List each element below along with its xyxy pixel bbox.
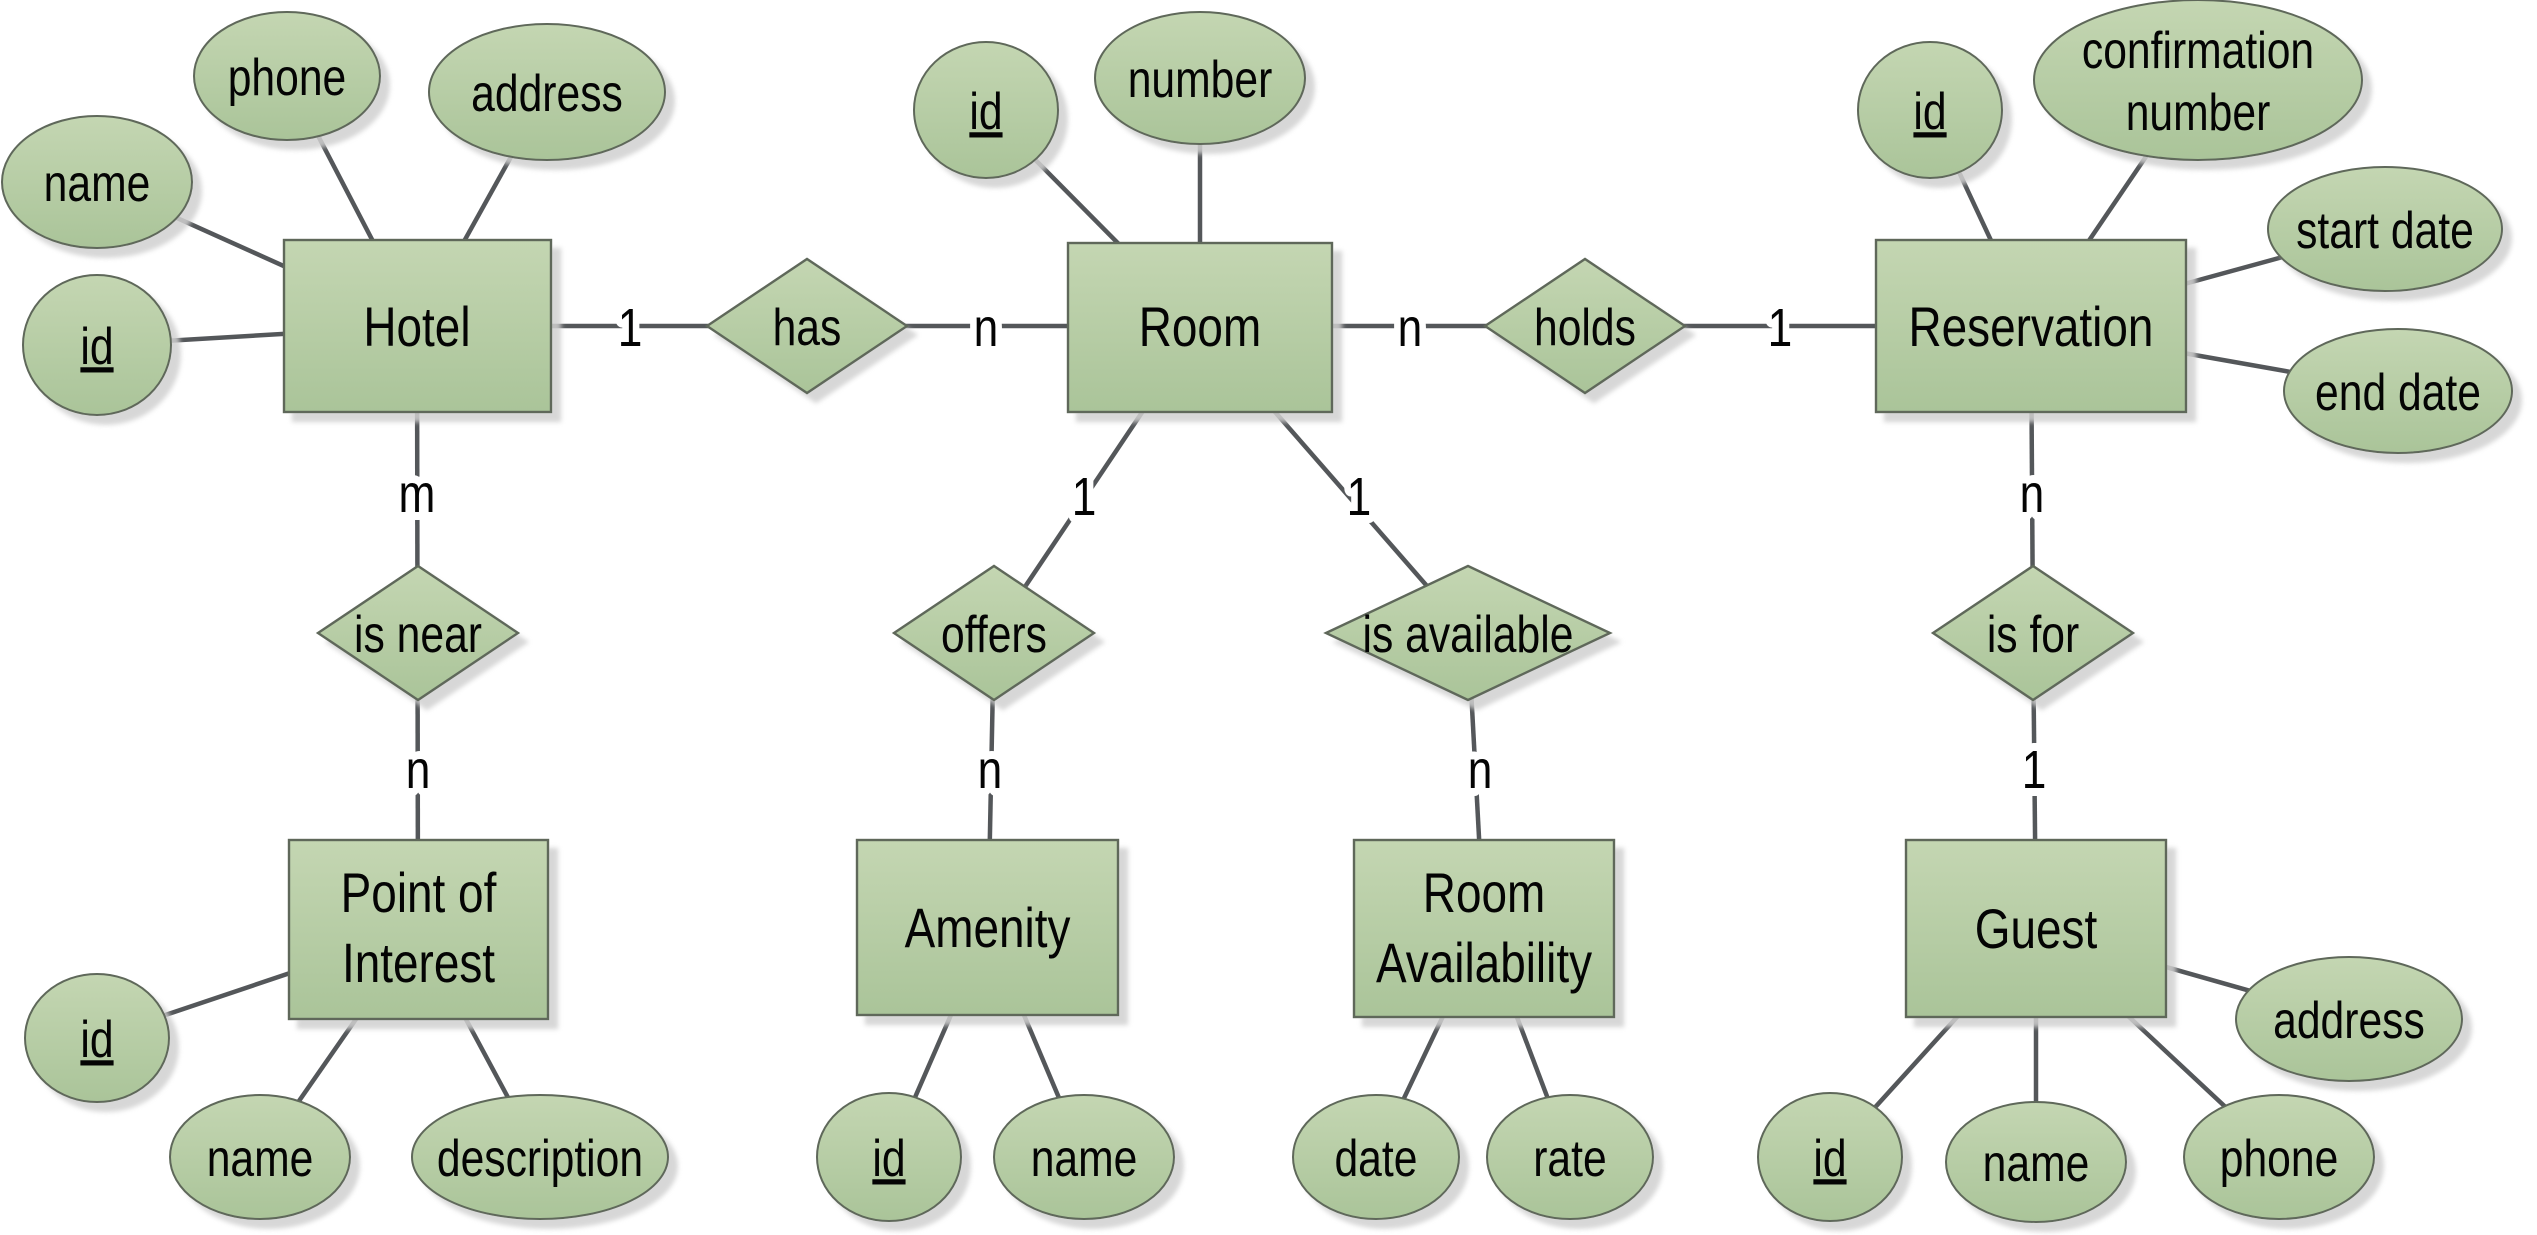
attr-guest-phone-label: phone: [2220, 1130, 2339, 1188]
entity-reservation-label: Reservation: [1909, 296, 2154, 358]
entity-shapes: [282, 238, 2188, 1021]
cardinality-isnear-poi: n: [406, 740, 431, 800]
attr-hotel-id-label: id: [80, 318, 113, 376]
cardinality-hotel-has: 1: [618, 298, 643, 358]
cardinality-holds-reservation: 1: [1768, 298, 1793, 358]
cardinality-room-holds: n: [1398, 298, 1423, 358]
cardinality-room-offers: 1: [1072, 467, 1097, 527]
attr-guest-address-ellipse: [2235, 956, 2463, 1082]
cardinality-offers-amenity: n: [978, 740, 1003, 800]
attr-reservation-confirmation-number-ellipse: [2033, 0, 2363, 161]
attr-guest-name-ellipse: [1945, 1101, 2127, 1223]
rel-is-for-label: is for: [1987, 606, 2080, 664]
attr-guest-id-label: id: [1813, 1130, 1846, 1188]
attr-reservation-id-label: id: [1913, 83, 1946, 141]
attr-poi-id-ellipse: [24, 973, 170, 1103]
attr-room-id-label: id: [969, 83, 1002, 141]
attr-hotel-id-ellipse: [22, 274, 172, 416]
rel-holds-diamond: [1482, 257, 1688, 395]
entity-room-box: [1066, 241, 1334, 414]
attr-poi-description-label: description: [437, 1130, 643, 1188]
attr-hotel-address-label: address: [471, 65, 623, 123]
cardinality-has-room: n: [974, 298, 999, 358]
rel-offers-diamond: [891, 564, 1097, 702]
attr-amenity-id-label: id: [872, 1130, 905, 1188]
attr-amenity-name-label: name: [1031, 1130, 1138, 1188]
attr-poi-id-label: id: [80, 1011, 113, 1069]
rel-is-available-diamond: [1323, 564, 1613, 702]
attr-guest-name-label: name: [1983, 1135, 2090, 1193]
entity-hotel-box: [282, 238, 553, 414]
attr-hotel-address-ellipse: [428, 23, 666, 161]
relationship-shapes: [315, 257, 2136, 702]
rel-is-near-label: is near: [354, 606, 482, 664]
attr-reservation-id-ellipse: [1857, 41, 2003, 179]
rel-has-diamond: [704, 257, 910, 395]
attr-hotel-name-label: name: [44, 155, 151, 213]
attr-room-availability-date-label: date: [1334, 1130, 1417, 1188]
attr-room-availability-date-ellipse: [1292, 1094, 1460, 1220]
attr-reservation-end-date-ellipse: [2283, 328, 2513, 454]
entity-amenity-label: Amenity: [905, 897, 1071, 959]
entity-guest-label: Guest: [1975, 898, 2097, 960]
attr-reservation-end-date-label: end date: [2315, 364, 2481, 422]
attr-guest-phone-ellipse: [2183, 1094, 2375, 1220]
entity-hotel-label: Hotel: [363, 296, 470, 358]
rel-is-near-diamond: [315, 564, 521, 702]
rel-holds-label: holds: [1534, 299, 1636, 357]
attr-hotel-phone-ellipse: [193, 11, 381, 141]
attr-room-number-label: number: [1128, 51, 1273, 109]
cardinality-isfor-guest: 1: [2022, 740, 2047, 800]
cardinality-room-isavailable: 1: [1347, 467, 1372, 527]
attr-guest-id-ellipse: [1757, 1092, 1903, 1222]
attr-hotel-name-ellipse: [1, 115, 193, 249]
attr-room-availability-rate-ellipse: [1486, 1094, 1654, 1220]
entity-amenity-box: [855, 838, 1120, 1017]
rel-is-for-diamond: [1930, 564, 2136, 702]
attr-poi-name-ellipse: [169, 1094, 351, 1220]
entity-guest-box: [1904, 838, 2168, 1019]
attr-reservation-start-date-ellipse: [2267, 166, 2503, 292]
attr-poi-name-label: name: [207, 1130, 314, 1188]
cardinality-isavailable-room-availability: n: [1468, 740, 1493, 800]
entity-point-of-interest-box: [287, 838, 550, 1021]
rel-offers-label: offers: [941, 606, 1047, 664]
attr-amenity-id-ellipse: [816, 1092, 962, 1222]
cardinality-hotel-isnear: m: [399, 464, 436, 524]
rel-has-label: has: [773, 299, 842, 357]
entity-reservation-box: [1874, 238, 2188, 414]
cardinality-reservation-isfor: n: [2020, 464, 2045, 524]
attr-poi-description-ellipse: [411, 1094, 669, 1220]
attr-room-id-ellipse: [913, 41, 1059, 179]
entity-room-label: Room: [1139, 296, 1261, 358]
attr-amenity-name-ellipse: [993, 1094, 1175, 1220]
attr-hotel-phone-label: phone: [228, 49, 347, 107]
attr-reservation-start-date-label: start date: [2296, 202, 2474, 260]
attr-room-number-ellipse: [1094, 11, 1306, 145]
attr-room-availability-rate-label: rate: [1533, 1130, 1606, 1188]
attr-guest-address-label: address: [2273, 992, 2425, 1050]
rel-is-available-label: is available: [1362, 606, 1573, 664]
entity-room-availability-box: [1352, 838, 1616, 1019]
